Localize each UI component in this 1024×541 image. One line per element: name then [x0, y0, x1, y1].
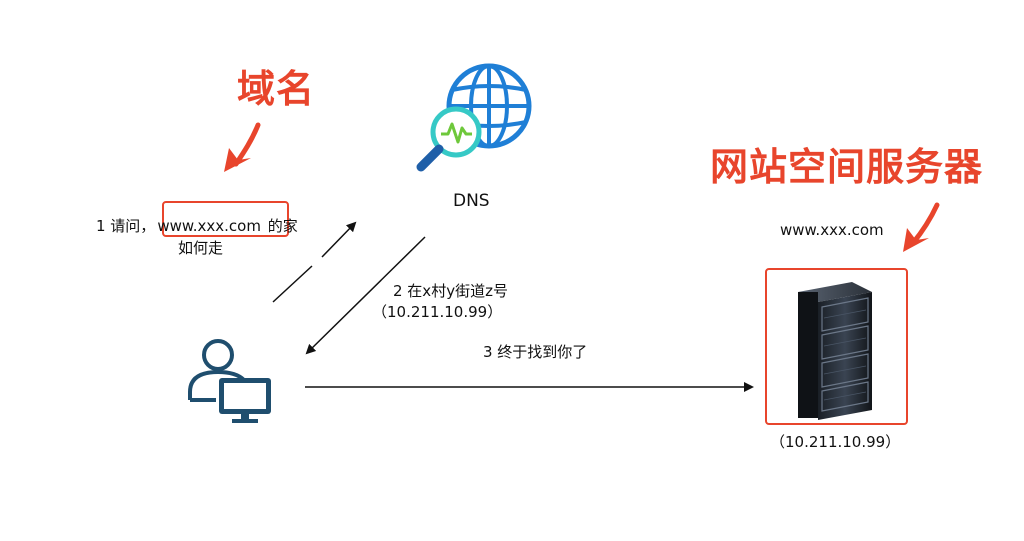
step1-text-line2: 如何走	[178, 239, 224, 257]
globe-magnifier-icon	[416, 63, 532, 172]
step1-prefix: 1 请问，	[96, 217, 156, 235]
domain-title: 域名	[237, 67, 316, 111]
step2-arrow	[305, 236, 426, 355]
step2-text-line1: 2 在x村y街道z号	[393, 282, 508, 300]
dns-label: DNS	[453, 191, 490, 211]
domain-pointer-arrow	[224, 122, 261, 172]
server-rack-icon	[798, 282, 872, 420]
user-computer-icon	[188, 339, 271, 423]
server-ip-label: （10.211.10.99）	[770, 433, 901, 451]
domain-highlight-box	[162, 201, 289, 237]
server-title: 网站空间服务器	[710, 145, 984, 189]
step1-suffix: 的家	[262, 217, 298, 235]
step1-text: 1 请问，www.xxx.com 的家	[96, 217, 298, 237]
server-pointer-arrow	[903, 202, 940, 252]
server-domain-label: www.xxx.com	[780, 221, 884, 239]
step2-text-line2: （10.211.10.99）	[372, 303, 503, 321]
step1-domain: www.xxx.com	[157, 217, 261, 235]
step1-arrow	[272, 221, 357, 303]
server-highlight-box	[765, 268, 908, 425]
step3-text: 3 终于找到你了	[483, 343, 588, 361]
